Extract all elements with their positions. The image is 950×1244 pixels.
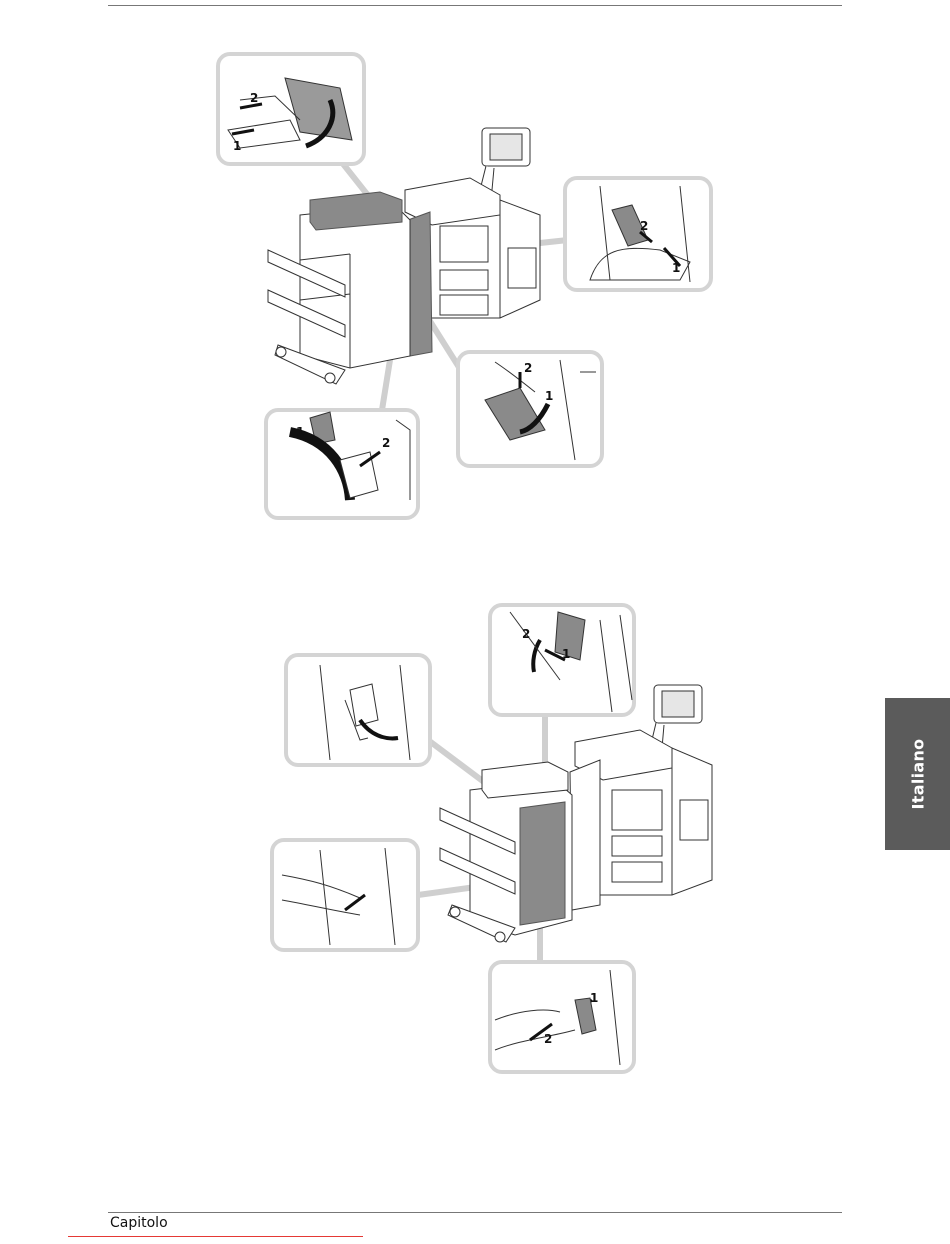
step-number: 2 xyxy=(524,361,532,375)
step-number: 2 xyxy=(544,1032,552,1046)
step-number: 1 xyxy=(590,991,598,1005)
footer-accent-line xyxy=(68,1236,363,1237)
step-number: 1 xyxy=(296,425,304,439)
step-number: 1 xyxy=(672,261,680,275)
step-number: 2 xyxy=(522,627,530,641)
footer-rule xyxy=(108,1212,842,1213)
language-tab-label: Italiano xyxy=(908,739,927,810)
step-number: 2 xyxy=(640,219,648,233)
step-number: 2 xyxy=(250,91,258,105)
language-tab: Italiano xyxy=(885,698,950,850)
callout-frame-bottom-left-lower xyxy=(272,840,418,950)
step-number: 1 xyxy=(233,139,241,153)
step-number: 2 xyxy=(382,436,390,450)
step-number: 1 xyxy=(545,389,553,403)
step-number: 1 xyxy=(562,647,570,661)
callout-frame-bottom-bottom xyxy=(490,962,634,1072)
footer-chapter-label: Capitolo xyxy=(110,1215,168,1231)
